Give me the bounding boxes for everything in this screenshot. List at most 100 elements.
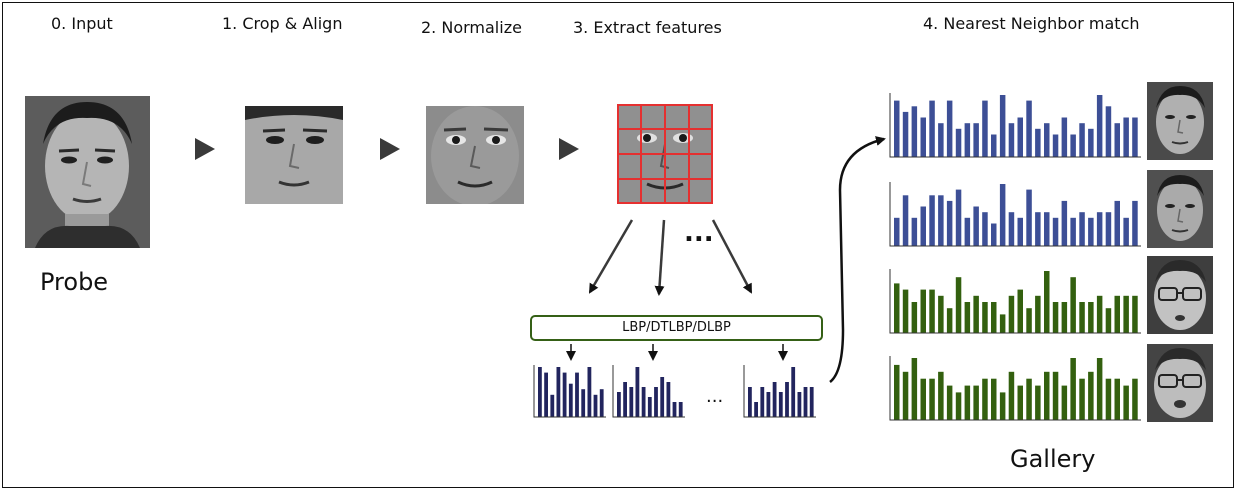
gallery-label: Gallery: [1010, 445, 1096, 473]
histogram-bar: [955, 277, 962, 333]
histogram-bar: [973, 206, 979, 246]
histogram-bar: [1105, 378, 1112, 420]
histogram-bar: [1096, 95, 1103, 157]
region-histogram-3: [743, 365, 816, 418]
histogram-bar: [1105, 308, 1112, 333]
histogram-bar: [748, 387, 752, 417]
histogram-bar: [1035, 128, 1041, 157]
histogram-bar: [562, 372, 567, 417]
histogram-bar: [544, 372, 548, 417]
histogram-bar: [964, 302, 971, 333]
histogram-bar: [894, 364, 900, 420]
histogram-bar: [1079, 212, 1085, 246]
cropped-face-image: [245, 106, 343, 204]
histogram-bar: [1132, 378, 1138, 420]
histogram-bar: [1026, 308, 1032, 333]
histogram-axis: [612, 365, 685, 418]
histogram-bar: [660, 377, 665, 417]
histogram-bar: [1114, 378, 1120, 420]
histogram-bar: [587, 367, 592, 417]
histogram-bar: [911, 302, 918, 333]
arrow-right-icon: [195, 138, 215, 160]
histogram-bar: [902, 371, 909, 420]
histogram-bar: [902, 289, 909, 333]
histogram-bar: [929, 195, 935, 246]
histogram-bar: [766, 392, 771, 417]
histogram-bar: [666, 382, 671, 417]
histogram-bar: [964, 123, 971, 157]
histogram-bar: [920, 289, 926, 333]
histogram-bar: [1026, 100, 1032, 157]
histogram-bar: [982, 100, 988, 157]
histogram-bar: [894, 217, 900, 246]
histogram-bar: [1035, 385, 1041, 420]
histogram-bar: [911, 106, 918, 157]
histogram-bar: [946, 200, 953, 246]
histogram-bar: [920, 206, 926, 246]
histogram-bar: [1008, 371, 1015, 420]
gallery-histogram-4: [889, 356, 1141, 421]
step-crop-label: 1. Crop & Align: [222, 14, 343, 33]
histogram-bar: [1096, 358, 1103, 420]
histogram-bar: [1044, 271, 1050, 333]
histogram-bar: [1052, 302, 1059, 333]
histogram-bar: [973, 123, 979, 157]
gridded-face-image: [617, 104, 713, 204]
step-match-label: 4. Nearest Neighbor match: [923, 14, 1140, 33]
histogram-bar: [1114, 123, 1120, 157]
histogram-bar: [803, 387, 808, 417]
histogram-bar: [982, 302, 988, 333]
histogram-axis: [889, 182, 1141, 247]
histogram-bar: [938, 295, 944, 333]
histogram-bar: [1096, 212, 1103, 246]
histogram-bar: [894, 100, 900, 157]
histogram-bar: [1044, 212, 1050, 246]
histogram-bar: [991, 134, 997, 157]
match-arrow: [829, 136, 886, 383]
histogram-bar: [1008, 295, 1015, 333]
histogram-bar: [672, 402, 677, 417]
histogram-bar: [999, 314, 1006, 333]
histogram-bar: [617, 392, 621, 417]
histogram-bar: [1070, 217, 1076, 246]
histogram-bar: [575, 372, 579, 417]
histogram-bar: [955, 128, 962, 157]
regions-ellipsis: ...: [684, 218, 714, 248]
histogram-bar: [791, 367, 796, 417]
histogram-bar: [911, 217, 918, 246]
histogram-bar: [929, 289, 935, 333]
histogram-bar: [1132, 200, 1138, 246]
histogram-bar: [999, 392, 1006, 420]
histogram-bar: [902, 111, 909, 157]
gallery-face-4: [1147, 344, 1213, 422]
histogram-bar: [1035, 295, 1041, 333]
region-arrow-right: [711, 219, 753, 294]
histogram-bar: [641, 387, 646, 417]
histogram-bar: [754, 402, 758, 417]
histogram-bar: [1105, 212, 1112, 246]
histogram-bar: [581, 389, 586, 417]
descriptor-box: LBP/DTLBP/DLBP: [530, 315, 823, 341]
gallery-histograms: [889, 93, 1141, 421]
histogram-axis: [533, 365, 606, 418]
histogram-bar: [973, 295, 979, 333]
region-histogram-1: [533, 365, 606, 418]
region-histograms: [533, 365, 816, 418]
histogram-bar: [678, 402, 683, 417]
histogram-bar: [1123, 117, 1129, 157]
histogram-bar: [1017, 289, 1023, 333]
probe-face-image: [25, 96, 150, 248]
histogram-bar: [1123, 385, 1129, 420]
histogram-bar: [1132, 117, 1138, 157]
histogram-bar: [982, 378, 988, 420]
histogram-bar: [1114, 200, 1120, 246]
histogram-bar: [955, 189, 962, 246]
gallery-histogram-3: [889, 269, 1141, 334]
histogram-bar: [911, 358, 918, 420]
probe-label: Probe: [40, 268, 109, 296]
histogram-bar: [1008, 212, 1015, 246]
histogram-bar: [556, 367, 561, 417]
histogram-bar: [1070, 358, 1076, 420]
